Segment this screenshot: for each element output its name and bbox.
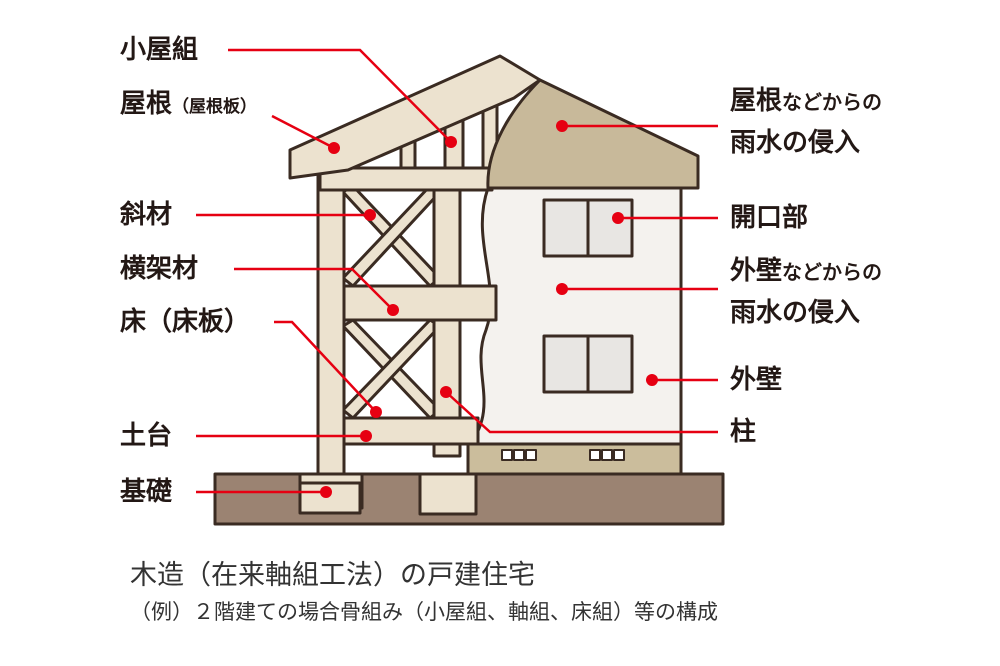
roof-finish <box>486 78 700 190</box>
label-leak-wall-small: などからの <box>782 260 883 284</box>
leader-lines <box>196 48 718 494</box>
label-leak-roof-tail: 雨水の侵入 <box>730 128 861 158</box>
label-leak-roof-head: 屋根 <box>730 86 783 116</box>
leader-dots <box>320 120 658 498</box>
label-koyagumi: 小屋組 <box>120 35 199 65</box>
label-leak-roof: 屋根などからの <box>730 88 882 114</box>
label-shazai: 斜材 <box>120 200 173 230</box>
label-kiso: 基礎 <box>120 477 173 507</box>
label-yuka: 床（床板） <box>120 307 251 337</box>
window-upper <box>542 198 634 258</box>
caption-subtitle: （例）２階建ての場合骨組み（小屋組、軸組、床組）等の構成 <box>130 600 718 624</box>
label-yane-paren: （屋根板） <box>172 97 258 117</box>
label-kaikoubu: 開口部 <box>730 203 809 233</box>
label-gaiheki: 外壁 <box>730 365 783 395</box>
label-yane: 屋根（屋根板） <box>120 91 257 117</box>
timber-frame <box>298 166 498 516</box>
label-leak-wall-tail: 雨水の侵入 <box>730 298 861 328</box>
label-yane-main: 屋根 <box>120 89 173 119</box>
wall-base-band <box>466 442 683 476</box>
window-lower <box>542 334 634 394</box>
label-dodai: 土台 <box>120 421 173 451</box>
label-leak-wall-head: 外壁 <box>730 256 783 286</box>
label-leak-roof-small: などからの <box>782 90 883 114</box>
caption-title: 木造（在来軸組工法）の戸建住宅 <box>130 560 535 591</box>
roof-board <box>288 54 542 180</box>
label-hashira: 柱 <box>730 417 757 447</box>
label-oukazai: 横架材 <box>120 254 199 284</box>
label-leak-wall: 外壁などからの <box>730 258 882 284</box>
